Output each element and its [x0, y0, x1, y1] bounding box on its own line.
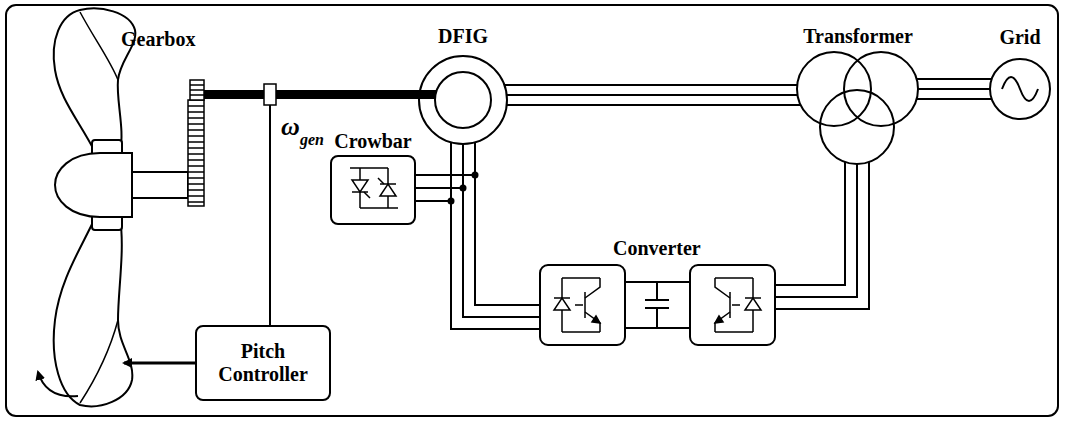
rotor-blades [54, 8, 136, 406]
transformer-circles: Transformer [796, 51, 920, 167]
power-connection [504, 85, 800, 105]
node-outline [989, 58, 1051, 120]
speed-sensor [264, 84, 276, 105]
wire [917, 78, 992, 80]
pitch-controller-box: Pitch Controller [195, 325, 331, 401]
node-label: Transformer [803, 25, 913, 48]
power-connection [917, 79, 992, 99]
shaft [204, 90, 436, 99]
sine-symbol [1002, 77, 1038, 101]
signal-symbol: ω [281, 112, 300, 142]
wire [504, 84, 797, 86]
rotor-wires [451, 175, 540, 329]
node-label: Pitch Controller [205, 340, 321, 386]
junction-dot [460, 185, 467, 192]
rotor-circle [435, 72, 491, 128]
node-label: DFIG [438, 25, 488, 48]
outline-circle [844, 52, 918, 126]
wire [416, 142, 475, 175]
node-label: Grid [999, 26, 1040, 49]
outline-circle [820, 90, 894, 164]
wire [918, 88, 990, 90]
generator-circle: DFIG [418, 55, 508, 145]
outline-circle [419, 56, 507, 144]
node-outline [418, 55, 508, 145]
wire [507, 94, 798, 96]
pitch-command-arrow [124, 362, 195, 365]
wire [917, 98, 992, 100]
wire [416, 142, 451, 201]
converter-symbol [540, 265, 775, 345]
gearbox-symbol [188, 80, 204, 206]
wire [416, 144, 463, 188]
component-label: Gearbox [121, 28, 195, 51]
component-label: Converter [613, 237, 701, 260]
hub [55, 153, 188, 217]
crowbar-box: Crowbar [330, 155, 416, 225]
grid-side-wires [775, 162, 869, 309]
node-outline [796, 51, 920, 167]
node-label: Crowbar [334, 130, 411, 153]
thyristor-symbol [350, 168, 398, 208]
outline-circle [990, 59, 1050, 119]
junction-dot [472, 172, 479, 179]
speed-signal-line [269, 105, 271, 325]
outer-frame [6, 5, 1058, 416]
grid-source: Grid [989, 58, 1051, 120]
outline-circle [797, 52, 871, 126]
wire [507, 104, 801, 106]
signal-subscript: gen [300, 131, 324, 149]
rotation-arrow [38, 372, 78, 396]
junction-dot [448, 198, 455, 205]
power-connection [416, 142, 479, 204]
